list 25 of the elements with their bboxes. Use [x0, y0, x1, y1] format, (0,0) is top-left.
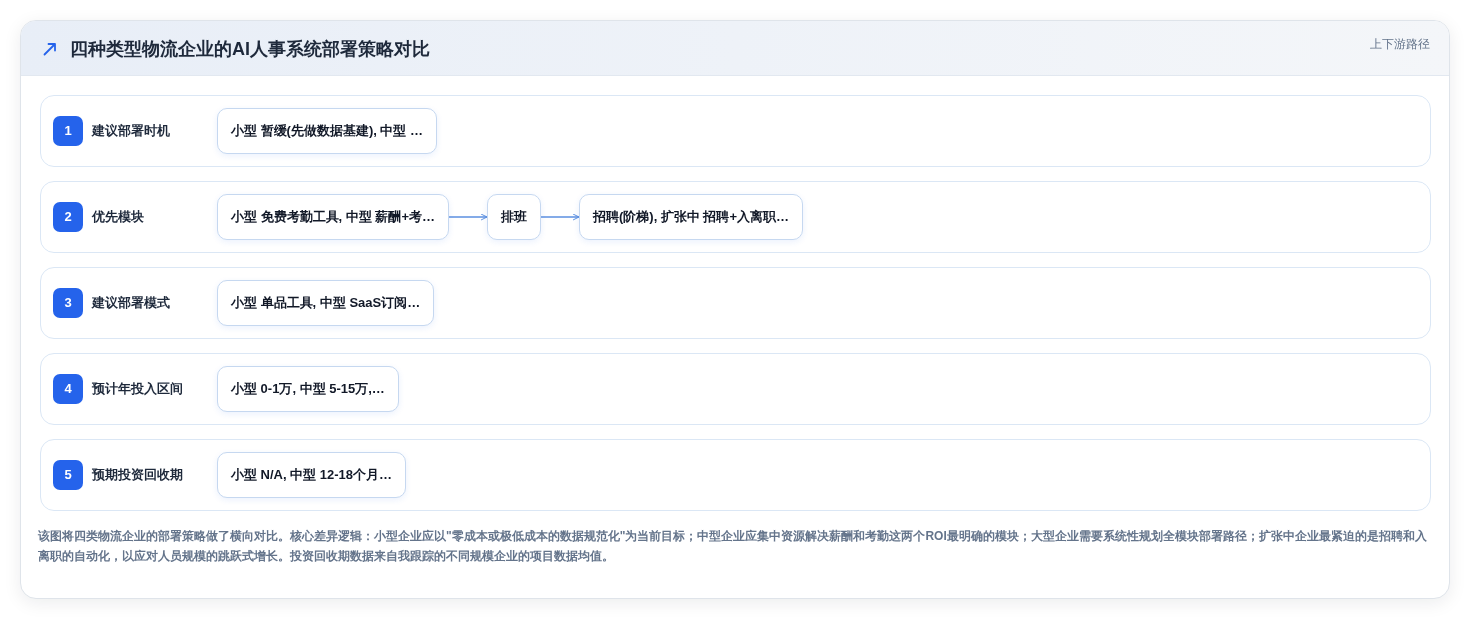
- value-tag: 小型 单品工具, 中型 SaaS订阅…: [217, 280, 435, 326]
- value-tag: 小型 0-1万, 中型 5-15万,…: [217, 366, 399, 412]
- value-tag: 小型 N/A, 中型 12-18个月…: [217, 452, 407, 498]
- number-badge: 4: [53, 374, 83, 404]
- diagram-title: 四种类型物流企业的AI人事系统部署策略对比: [70, 38, 430, 60]
- row-label: 优先模块: [92, 208, 144, 226]
- value-tag: 小型 暂缓(先做数据基建), 中型 …: [217, 108, 438, 154]
- number-badge: 2: [53, 202, 83, 232]
- row-label: 建议部署时机: [92, 122, 170, 140]
- row-card: [40, 353, 1431, 425]
- row-card: [40, 181, 1431, 253]
- value-tag: 小型 免费考勤工具, 中型 薪酬+考…: [217, 194, 450, 240]
- value-tag: 招聘(阶梯), 扩张中 招聘+入离职…: [579, 194, 804, 240]
- row-card: [40, 439, 1431, 511]
- number-badge: 1: [53, 116, 83, 146]
- row-card: [40, 267, 1431, 339]
- row-label: 预期投资回收期: [92, 466, 183, 484]
- corner-label: 上下游路径: [1370, 36, 1430, 52]
- row-label: 建议部署模式: [92, 294, 170, 312]
- caption-text: 该图将四类物流企业的部署策略做了横向对比。核心差异逻辑：小型企业应以"零成本或极低成本的数据规范化"为当前目标；中型企业应集中资源解决薪酬和考勤这两个ROI最明确的模块；大型企业需要系统性规划全模块部署路径；扩张中企业最紧迫的是招聘和入离职的自动化，以应对人员规模的跳跃式增长。投资回收期数据来自我跟踪的不同规模企业的项目数据均值。: [38, 528, 1428, 565]
- row-label: 预计年投入区间: [92, 380, 183, 398]
- value-tag: 排班: [487, 194, 541, 240]
- number-badge: 5: [53, 460, 83, 490]
- row-card: [40, 95, 1431, 167]
- number-badge: 3: [53, 288, 83, 318]
